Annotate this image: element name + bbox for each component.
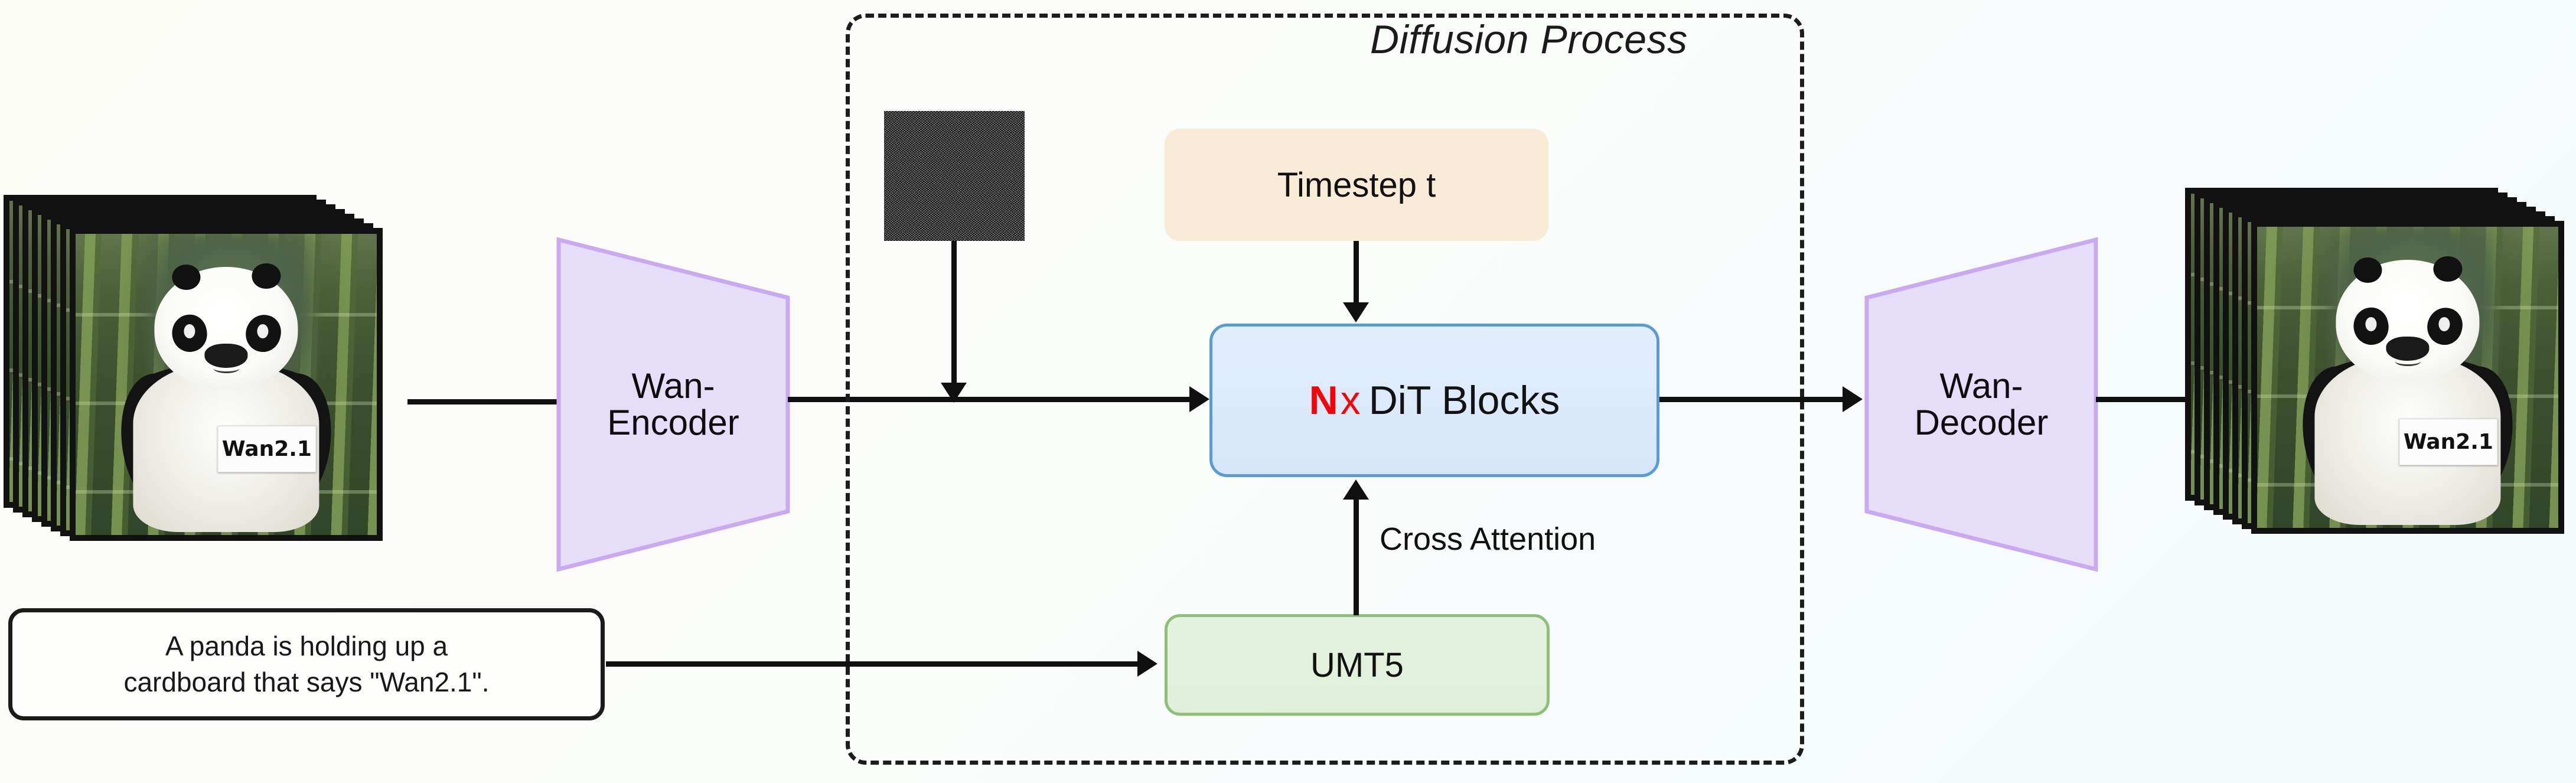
video-frame-front: Wan2.1 [2251, 221, 2564, 534]
arrow-noise-to-dit-line [951, 241, 957, 389]
arrow-timestep-to-dit [1354, 241, 1359, 305]
panda-sign: Wan2.1 [217, 426, 317, 472]
arrow-input-to-encoder [407, 399, 567, 404]
arrowhead-prompt-to-umt5 [1137, 651, 1157, 677]
arrow-prompt-to-umt5 [606, 661, 1144, 667]
arrow-decoder-to-output [2096, 397, 2208, 402]
gaussian-noise-latent [884, 111, 1025, 241]
panda-sign-text: Wan2.1 [2403, 429, 2493, 454]
wan-encoder-block[interactable]: Wan- Encoder [555, 236, 791, 573]
panda-sign-text: Wan2.1 [221, 436, 312, 461]
timestep-box[interactable]: Timestep t [1165, 129, 1548, 241]
dit-repeat-count: N [1309, 378, 1338, 423]
panda-illustration: Wan2.1 [112, 263, 341, 532]
input-video-stack: Wan2.1 [4, 195, 393, 585]
text-prompt-line2: cardboard that says "Wan2.1". [123, 667, 490, 697]
panda-illustration: Wan2.1 [2293, 256, 2522, 525]
dit-blocks-label: DiT Blocks [1368, 378, 1560, 423]
umt5-label: UMT5 [1310, 645, 1404, 684]
arrow-encoder-to-dit [788, 397, 1201, 402]
arrowhead-timestep-to-dit [1343, 302, 1369, 322]
arrowhead-encoder-to-dit [1189, 386, 1209, 412]
cross-attention-label: Cross Attention [1380, 521, 1596, 557]
wan-decoder-shape [1864, 237, 2098, 572]
arrow-dit-to-decoder [1659, 397, 1848, 402]
diffusion-process-group [846, 14, 1804, 765]
text-prompt-line1: A panda is holding up a [165, 631, 448, 662]
arrowhead-noise-to-dit-line [941, 383, 967, 403]
timestep-label: Timestep t [1277, 165, 1436, 204]
umt5-text-encoder-box[interactable]: UMT5 [1165, 614, 1550, 716]
video-frame-front: Wan2.1 [70, 228, 383, 541]
wan-encoder-shape [556, 237, 790, 572]
wan-decoder-block[interactable]: Wan- Decoder [1863, 236, 2099, 573]
panda-sign: Wan2.1 [2399, 419, 2498, 465]
dit-blocks-box[interactable]: N x DiT Blocks [1209, 324, 1659, 477]
diffusion-process-title: Diffusion Process [1370, 17, 1688, 62]
arrowhead-umt5-to-dit [1343, 479, 1369, 500]
arrowhead-dit-to-decoder [1843, 386, 1863, 412]
output-video-stack: Wan2.1 [2185, 188, 2575, 578]
text-prompt-box[interactable]: A panda is holding up a cardboard that s… [8, 608, 605, 720]
dit-times-symbol: x [1340, 378, 1361, 423]
arrow-umt5-to-dit [1354, 498, 1359, 615]
